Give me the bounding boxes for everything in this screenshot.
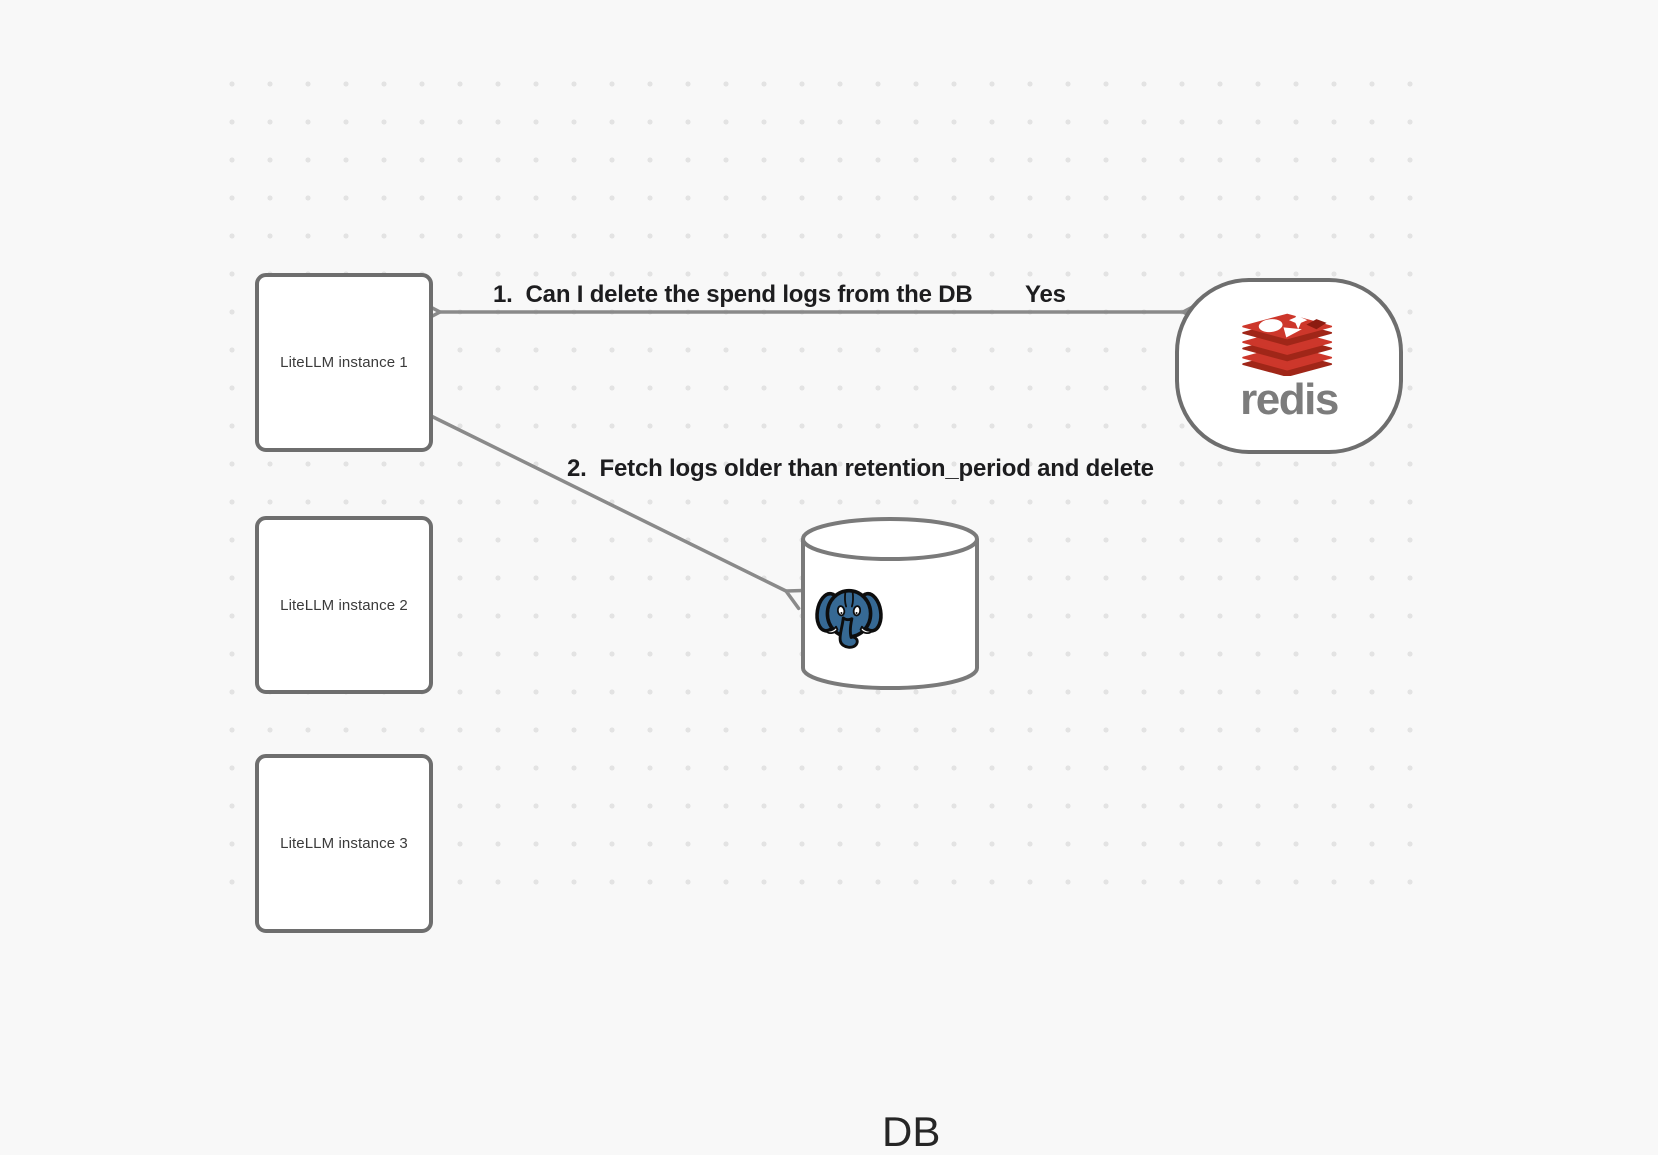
redis-wordmark: redis: [1240, 375, 1339, 424]
arrow-label-step1: 1. Can I delete the spend logs from the …: [493, 281, 973, 308]
node-label: LiteLLM instance 1: [280, 354, 408, 371]
node-database[interactable]: DB: [800, 516, 980, 1155]
arrows-layer: [403, 300, 1204, 611]
node-litellm-instance-1[interactable]: LiteLLM instance 1: [255, 273, 433, 452]
arrow-instance1-to-db[interactable]: [403, 394, 810, 611]
arrow-label-step2: 2. Fetch logs older than retention_perio…: [567, 455, 1154, 482]
node-litellm-instance-2[interactable]: LiteLLM instance 2: [255, 516, 433, 694]
arrow-label-yes: Yes: [1025, 281, 1066, 308]
node-litellm-instance-3[interactable]: LiteLLM instance 3: [255, 754, 433, 933]
redis-logo-icon: [1242, 310, 1333, 376]
node-redis[interactable]: redis: [1175, 278, 1403, 454]
postgresql-elephant-icon: [815, 588, 883, 649]
node-label: LiteLLM instance 2: [280, 596, 408, 614]
database-label: DB: [882, 1108, 941, 1155]
database-cylinder: [801, 517, 979, 690]
node-label: LiteLLM instance 3: [280, 835, 408, 852]
